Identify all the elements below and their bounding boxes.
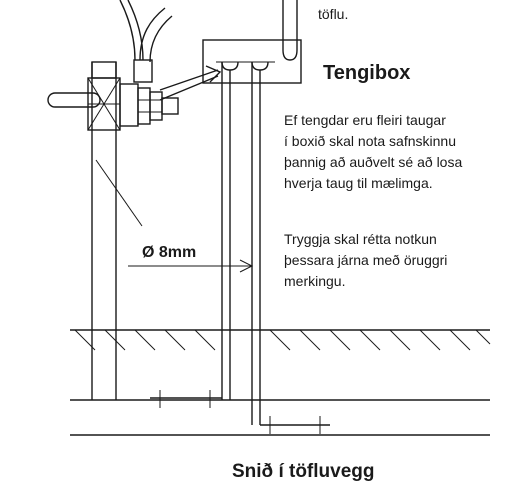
top-cable (282, 0, 298, 61)
paragraph-2-line-3: merkingu. (284, 273, 345, 289)
caption: Snið í töfluvegg (232, 461, 375, 482)
dimension-line (128, 259, 254, 273)
connection-arrow (159, 65, 222, 101)
paragraph-2: Tryggja skal rétta notkun þessara járna … (284, 231, 451, 289)
paragraph-1-line-2: í boxið skal nota safnskinnu (284, 133, 456, 149)
hatch-marks (74, 329, 491, 351)
top-note: töflu. (318, 6, 348, 22)
paragraph-1-line-1: Ef tengdar eru fleiri taugar (284, 112, 446, 128)
clamp-assembly (47, 77, 179, 131)
wall-surface (70, 329, 491, 351)
paragraph-1-line-4: hverja taug til mælimga. (284, 175, 433, 191)
paragraph-2-line-1: Tryggja skal rétta notkun (284, 231, 437, 247)
tengibox-heading: Tengibox (323, 62, 410, 84)
conduits (221, 62, 261, 425)
vertical-rod (91, 61, 143, 400)
dimension-label: Ø 8mm (142, 244, 196, 261)
cable-loop (119, 0, 173, 83)
paragraph-1: Ef tengdar eru fleiri taugar í boxið ska… (284, 112, 466, 191)
paragraph-1-line-3: þannig að auðvelt sé að losa (284, 154, 462, 170)
wall-layers (70, 399, 490, 436)
conduit-terminations (150, 390, 330, 434)
paragraph-2-line-2: þessara járna með öruggri (284, 252, 447, 268)
